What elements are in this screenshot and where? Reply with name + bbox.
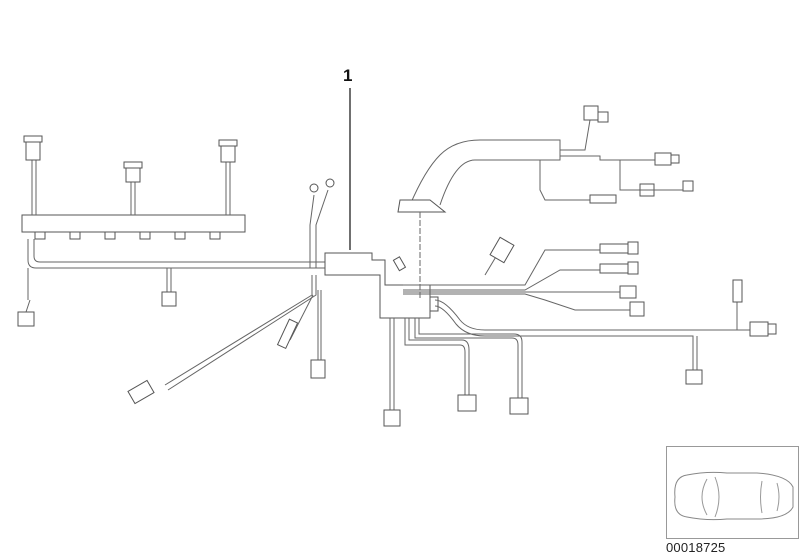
left-branches (127, 178, 335, 405)
bottom-branches (383, 318, 529, 427)
injector-rail (21, 214, 246, 240)
vehicle-thumbnail (666, 446, 799, 539)
diagram-reference-number: 00018725 (666, 540, 726, 555)
rail-top-connectors (23, 135, 238, 215)
main-trunk (17, 239, 325, 327)
right-branches (403, 236, 777, 385)
car-top-view-icon (674, 471, 794, 521)
part-callout-number: 1 (343, 66, 353, 85)
upper-right-branch (397, 105, 694, 300)
